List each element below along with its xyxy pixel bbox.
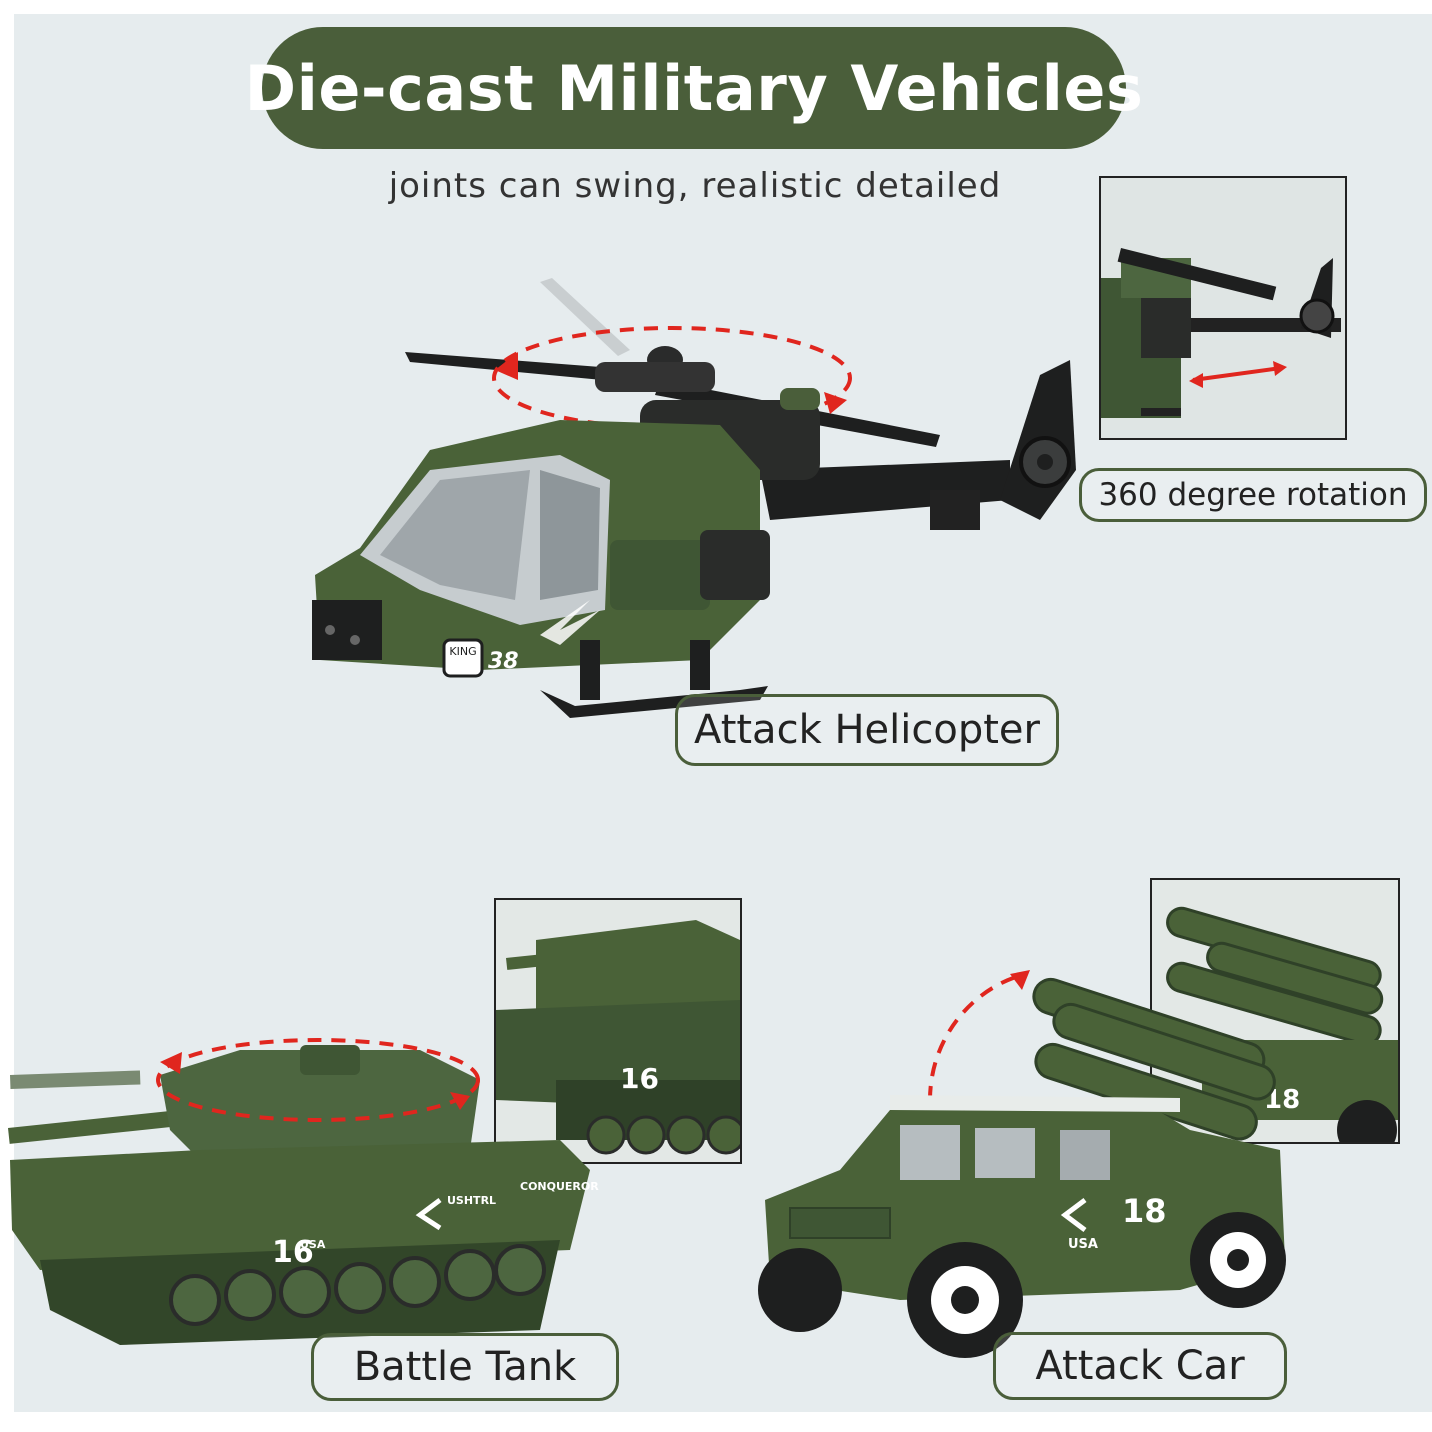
tank-barrel — [8, 1107, 209, 1144]
tank-inset-number: 16 — [620, 1062, 659, 1095]
heli-badge — [442, 638, 484, 678]
tank-hull — [10, 1140, 590, 1270]
rotor-hub — [595, 362, 715, 392]
title-banner: Die-cast Military Vehicles — [245, 27, 1143, 149]
car-body — [765, 1100, 1285, 1300]
tail-rotor-inset — [1099, 176, 1347, 440]
tank-number: 16 — [272, 1235, 314, 1270]
tank-usa: USA — [300, 1238, 326, 1251]
tank-inset: 16 — [494, 898, 742, 1164]
helicopter-label: Attack Helicopter — [675, 694, 1059, 766]
page-title: Die-cast Military Vehicles — [244, 51, 1144, 125]
helicopter-label-text: Attack Helicopter — [694, 707, 1040, 753]
rotation-label: 360 degree rotation — [1079, 468, 1427, 522]
car-grille — [789, 1207, 891, 1239]
tank-label-text: Battle Tank — [353, 1344, 577, 1390]
tank-brand: CONQUEROR — [520, 1180, 599, 1193]
launcher-tilt-arrow — [928, 973, 1023, 1101]
tank-label: Battle Tank — [311, 1333, 619, 1401]
rotor-blade-back — [540, 278, 630, 356]
nose-sensor — [312, 600, 382, 660]
car-wheels — [758, 1212, 1286, 1358]
tank-inset-illustration: 16 — [496, 900, 740, 1162]
inset-missiles — [1166, 906, 1384, 1046]
tank-code: USHTRL — [447, 1194, 496, 1207]
heli-badge-text: KING — [449, 645, 476, 658]
rotor-blade-left — [405, 352, 645, 384]
tank-wheels — [169, 1244, 546, 1326]
turret-rotation-arrow — [156, 1038, 480, 1122]
car-label: Attack Car — [993, 1332, 1287, 1400]
car-label-text: Attack Car — [1035, 1343, 1245, 1389]
rotation-label-text: 360 degree rotation — [1098, 477, 1408, 513]
tank-barrel-rear — [10, 1070, 141, 1089]
tail-rotor-illustration — [1101, 178, 1345, 438]
heli-number: 38 — [488, 649, 519, 674]
car-roof — [890, 1095, 1180, 1112]
subtitle: joints can swing, realistic detailed — [388, 166, 1002, 206]
car-number: 18 — [1122, 1192, 1167, 1230]
tank-turret — [160, 1050, 480, 1160]
car-usa: USA — [1068, 1237, 1098, 1252]
